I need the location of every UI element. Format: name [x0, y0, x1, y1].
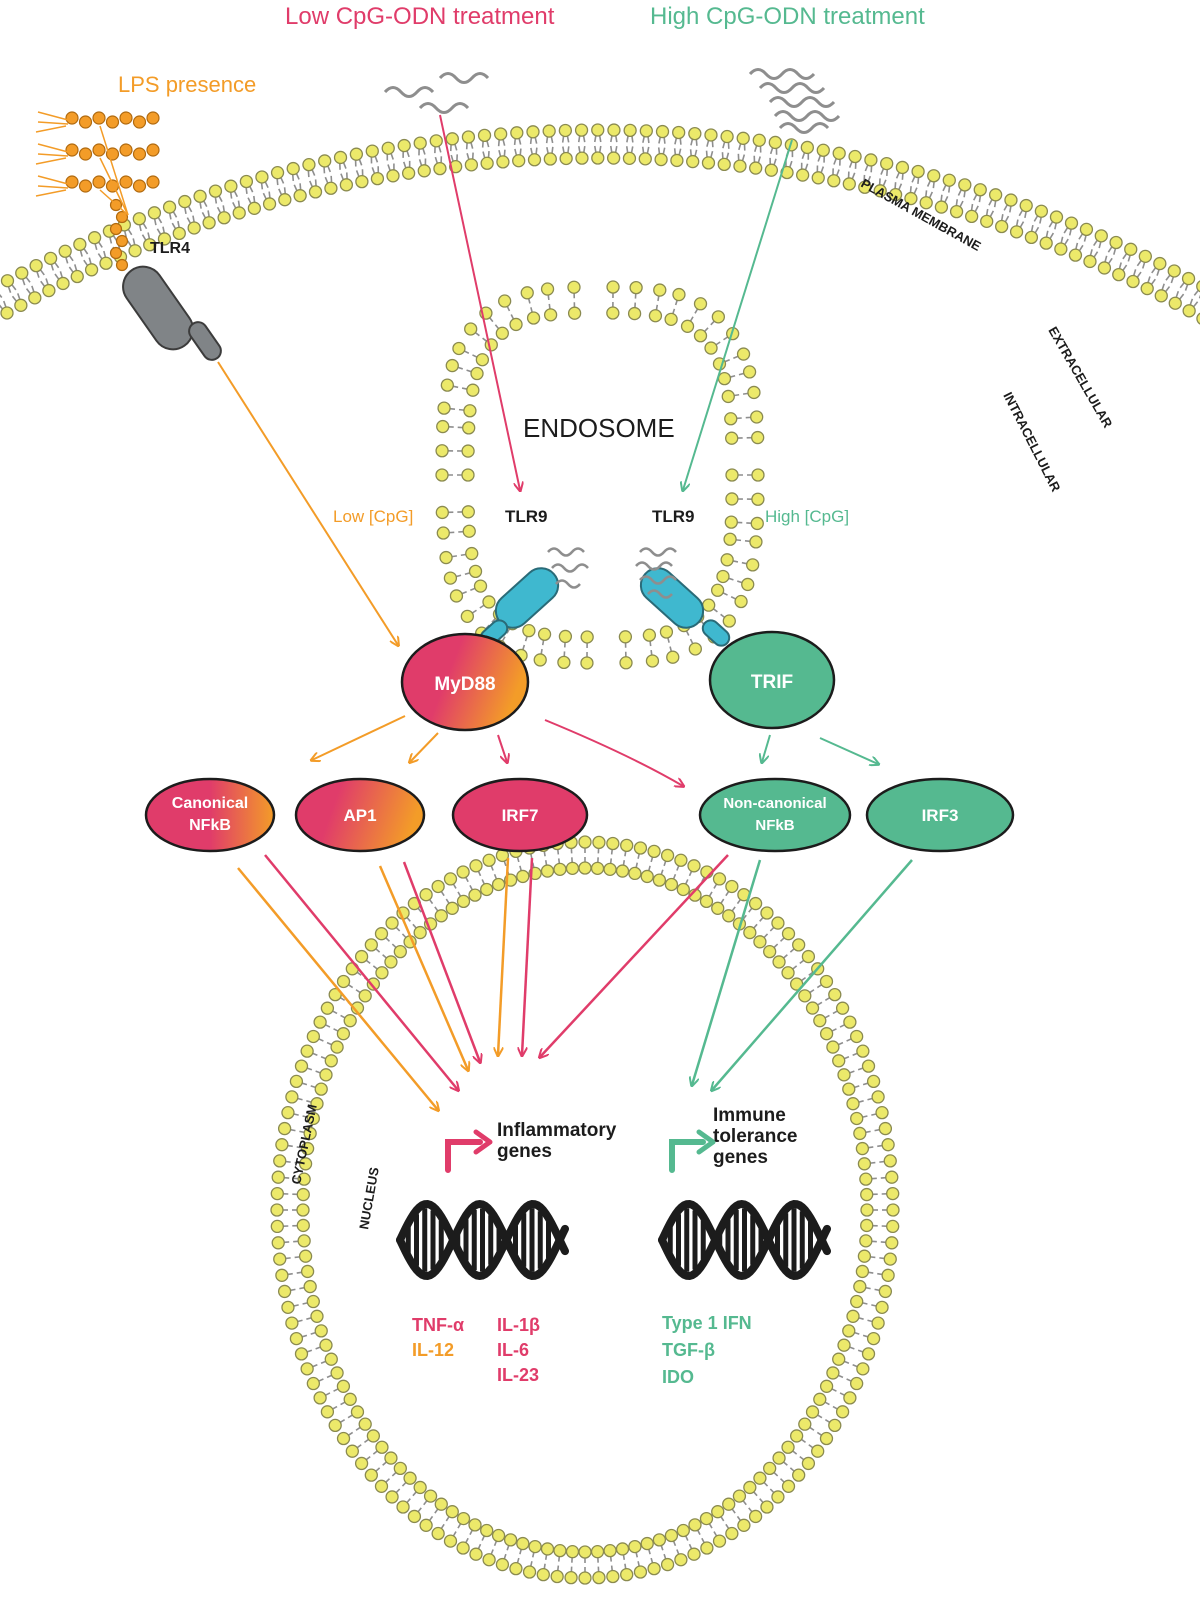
low-conc-label: Low [CpG] [333, 507, 413, 526]
trif-to-noncanonical-arrow [762, 734, 771, 762]
inflammatory-genes-label-1: Inflammatory [497, 1120, 617, 1141]
irf7-label: IRF7 [502, 806, 539, 825]
dna-helix-inflammatory-icon [396, 1199, 569, 1281]
myd88-to-ap1-arrow [410, 732, 439, 762]
high-cpg-arrow [683, 139, 793, 490]
tlr4-receptor-icon [122, 265, 222, 361]
noncanonical-nfkb-label-2: NFkB [755, 817, 794, 834]
tlr9-low-label: TLR9 [505, 507, 548, 526]
irf3-label: IRF3 [922, 806, 959, 825]
product-il12: IL-12 [412, 1340, 454, 1360]
product-ido: IDO [662, 1367, 694, 1387]
extracellular-label: EXTRACELLULAR [1045, 324, 1115, 431]
trif-label: TRIF [751, 672, 793, 693]
myd88-to-noncanonical-arrow [544, 719, 683, 786]
lps-label: LPS presence [118, 72, 256, 97]
low-cpg-dna-icon [383, 72, 490, 114]
high-cpg-dna-icon [748, 68, 841, 134]
high-cpg-title: High CpG-ODN treatment [650, 3, 925, 30]
tlr9-receptor-high-icon [635, 547, 731, 647]
inflammatory-genes-label-2: genes [497, 1141, 552, 1162]
inflammatory-promoter-icon [445, 1129, 493, 1173]
trif-to-irf3-arrow [819, 737, 878, 764]
membranes [0, 123, 1200, 1585]
product-tgfb: TGF-β [662, 1340, 715, 1360]
tolerance-promoter-icon [669, 1129, 716, 1173]
irf3-node: IRF3 [865, 777, 1015, 853]
nucleus-label: NUCLEUS [356, 1166, 382, 1231]
ap1-label: AP1 [343, 806, 376, 825]
myd88-node: MyD88 [400, 632, 530, 732]
irf7-node: IRF7 [451, 777, 589, 853]
tlr9-high-label: TLR9 [652, 507, 695, 526]
ap1-node: AP1 [294, 777, 426, 853]
product-il23: IL-23 [497, 1365, 539, 1385]
product-il1b: IL-1β [497, 1315, 540, 1335]
noncanonical-nfkb-node: Non-canonical NFkB [698, 777, 852, 853]
tolerance-genes-label-2: tolerance [713, 1126, 797, 1147]
low-cpg-arrow [439, 114, 520, 490]
myd88-to-irf7-arrow [497, 734, 507, 762]
endosome-membrane [435, 280, 765, 670]
tolerance-genes-label-1: Immune [713, 1105, 786, 1126]
plasma-membrane [0, 123, 1200, 325]
product-tnf: TNF-α [412, 1315, 464, 1335]
endosome-label: ENDOSOME [523, 413, 675, 443]
myd88-label: MyD88 [434, 674, 495, 695]
dna-helix-tolerance-icon [658, 1199, 831, 1281]
tolerance-genes-label-3: genes [713, 1147, 768, 1168]
tlr4-to-myd88-arrow [217, 361, 398, 645]
canonical-nfkb-label-1: Canonical [172, 795, 248, 812]
nuclear-membrane [270, 835, 900, 1585]
myd88-to-canonical-arrow [312, 715, 406, 760]
factor-to-gene-arrows [237, 854, 913, 1110]
product-il6: IL-6 [497, 1340, 529, 1360]
intracellular-label: INTRACELLULAR [1000, 390, 1063, 495]
noncanonical-nfkb-label-1: Non-canonical [723, 795, 826, 812]
canonical-nfkb-label-2: NFkB [189, 817, 231, 834]
trif-node: TRIF [708, 630, 836, 730]
product-type1-ifn: Type 1 IFN [662, 1313, 752, 1333]
high-conc-label: High [CpG] [765, 507, 849, 526]
canonical-nfkb-node: Canonical NFkB [144, 777, 276, 853]
low-cpg-title: Low CpG-ODN treatment [285, 3, 555, 30]
tlr4-label: TLR4 [150, 240, 190, 257]
